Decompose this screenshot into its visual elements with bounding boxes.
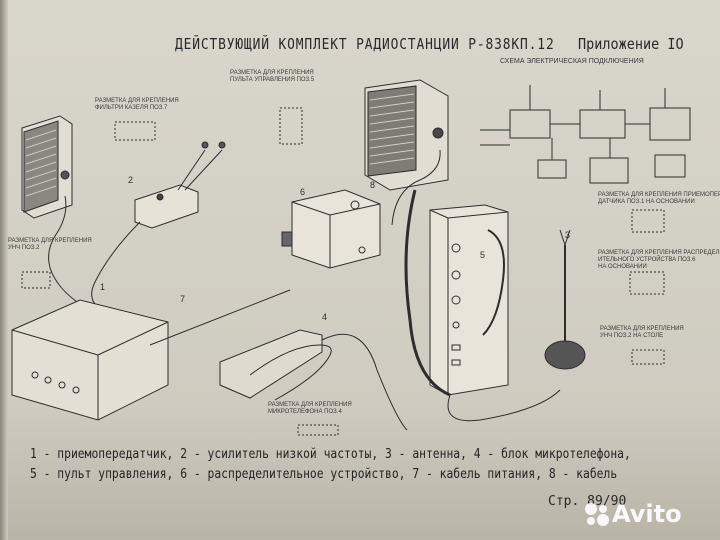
amplifier-unit [91,141,226,313]
legend-line-2: 5 - пульт управления, 6 - распределитель… [30,466,618,482]
transceiver-unit [11,289,291,421]
label-amp-mount: РАЗМЕТКА ДЛЯ КРЕПЛЕНИЯ ФИЛЬТРИ КАЗЕЛЯ ПО… [95,98,179,111]
label-speaker-mount: РАЗМЕТКА ДЛЯ КРЕПЛЕНИЯ УНЧ ПОЗ.2 [8,238,92,251]
schematic-block-diagram [480,85,691,184]
control-panel [404,189,561,422]
label-dist-base-mount: РАЗМЕТКА ДЛЯ КРЕПЛЕНИЯ РАСПРЕДЕЛ- ИТЕЛЬН… [598,250,720,270]
callout-8: 8 [370,180,375,190]
antenna [544,229,586,370]
callout-5: 5 [480,250,485,260]
microtelephone [219,329,408,431]
label-panel-mount: РАЗМЕТКА ДЛЯ КРЕПЛЕНИЯ ПУЛЬТА УПРАВЛЕНИЯ… [230,70,315,83]
callout-2: 2 [128,175,133,185]
page-number: Стр. 89/90 [548,494,627,509]
speaker-right [364,79,449,226]
avito-logo-icon [585,503,609,526]
speaker-left [21,115,131,327]
watermark: Avito [612,500,682,528]
label-schematic: СХЕМА ЭЛЕКТРИЧЕСКАЯ ПОДКЛЮЧЕНИЯ [500,58,644,65]
label-speaker-table-mount: РАЗМЕТКА ДЛЯ КРЕПЛЕНИЯ УНЧ ПОЗ.2 НА СТОЛ… [600,326,684,339]
callout-4: 4 [322,312,327,322]
page-fold [0,0,8,540]
callout-7: 7 [180,294,185,304]
legend-line-1: 1 - приемопередатчик, 2 - усилитель низк… [30,446,631,462]
label-micro-mount: РАЗМЕТКА ДЛЯ КРЕПЛЕНИЯ МИКРОТЕЛЕФОНА ПОЗ… [268,402,352,415]
page-title: ДЕЙСТВУЮЩИЙ КОМПЛЕКТ РАДИОСТАНЦИИ Р-838К… [175,35,555,53]
callout-6: 6 [300,187,305,197]
distribution-box [281,189,381,269]
label-dist-mount: РАЗМЕТКА ДЛЯ КРЕПЛЕНИЯ ПРИЕМОПЕРЕ- ДАТЧИ… [598,192,720,205]
callout-1: 1 [100,282,105,292]
appendix-label: Приложение IO [578,35,684,53]
callout-3: 3 [565,230,570,240]
mounting-markings [21,107,665,436]
